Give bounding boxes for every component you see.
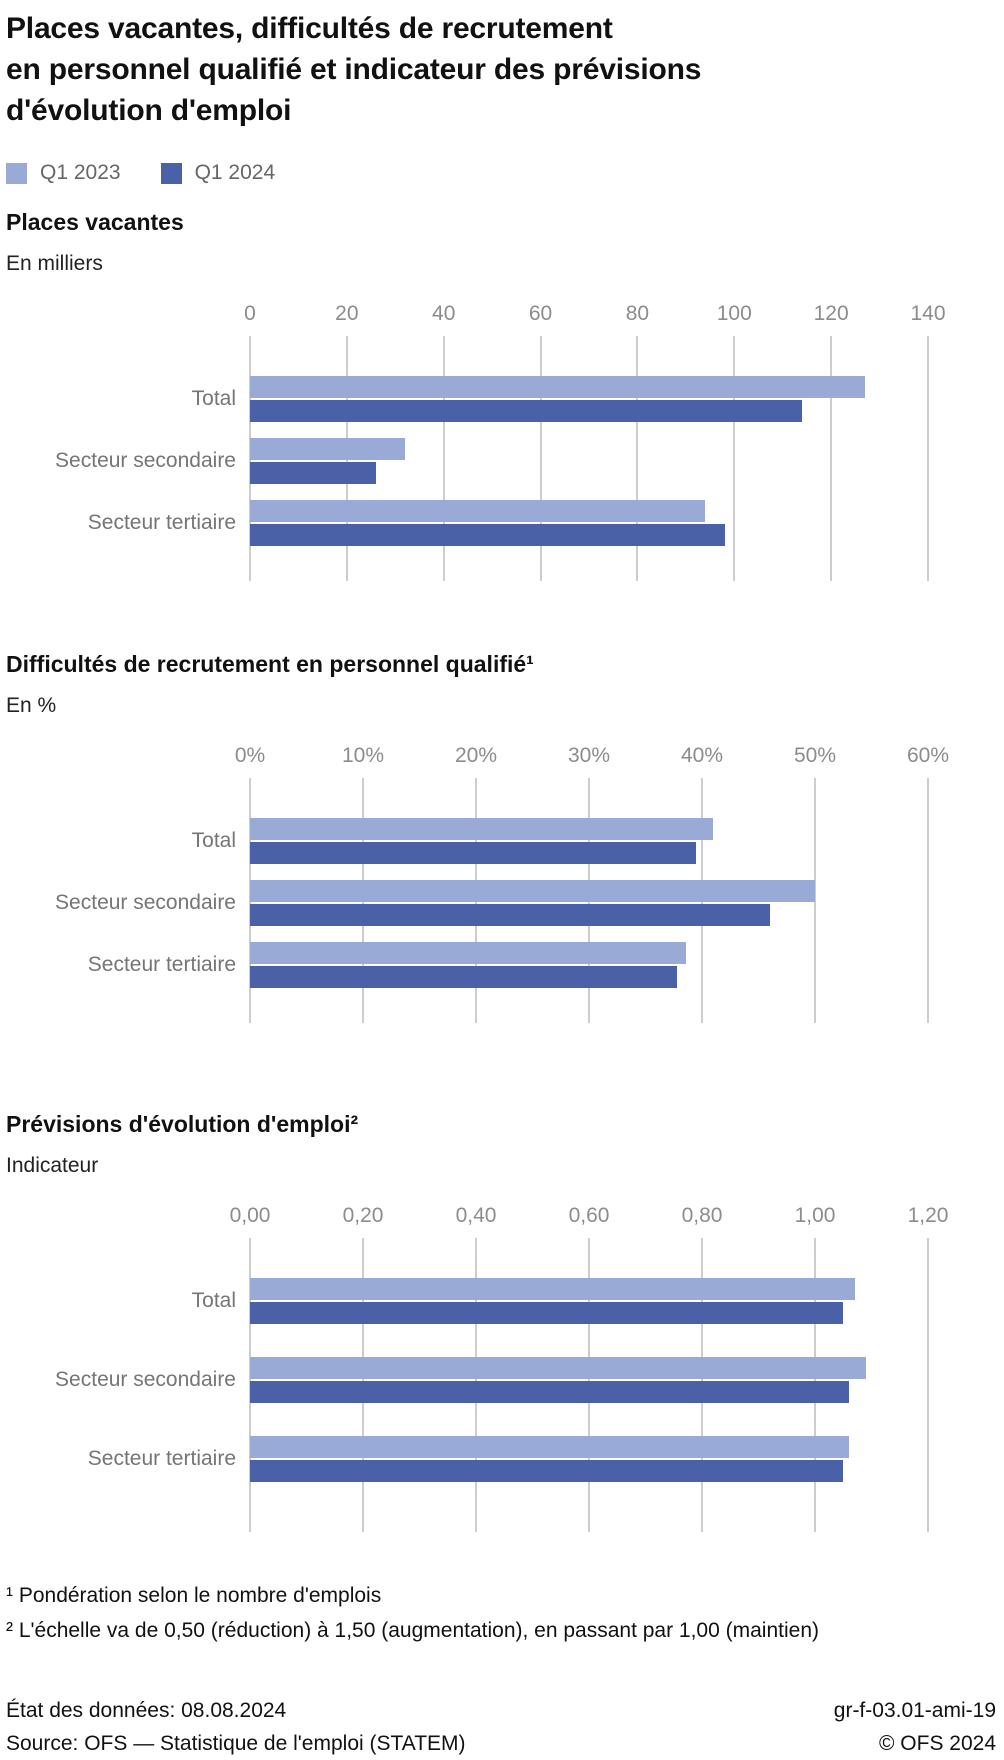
axis-tick-label: 0,40 bbox=[455, 1204, 497, 1227]
axis-tick-label: 0,00 bbox=[229, 1204, 271, 1227]
axis-tick-label: 0 bbox=[244, 302, 256, 325]
chart-title-difficultes-recrutement: Difficultés de recrutement en personnel … bbox=[6, 651, 534, 677]
legend-item-q1-2024: Q1 2024 bbox=[160, 161, 276, 185]
legend-swatch-q1-2024-icon bbox=[160, 162, 182, 184]
chart-unit-label: En milliers bbox=[6, 252, 103, 275]
chart-title-places-vacantes: Places vacantes bbox=[6, 209, 184, 235]
axis-tick-label: 120 bbox=[813, 302, 849, 325]
chart-unit-label: Indicateur bbox=[6, 1154, 99, 1177]
legend-label-q1-2023: Q1 2023 bbox=[40, 161, 121, 184]
bar-q1-2024-secteur-secondaire bbox=[250, 462, 376, 484]
bar-q1-2024-secteur-secondaire bbox=[250, 1381, 849, 1403]
axis-tick-label: 1,00 bbox=[794, 1204, 836, 1227]
axis-tick-label: 0,80 bbox=[681, 1204, 723, 1227]
bar-q1-2023-secteur-tertiaire bbox=[250, 942, 686, 964]
bar-q1-2023-secteur-secondaire bbox=[250, 880, 815, 902]
axis-tick-label: 20 bbox=[335, 302, 359, 325]
footer-right: gr-f-03.01-ami-19 © OFS 2024 bbox=[834, 1694, 996, 1760]
bar-q1-2023-secteur-secondaire bbox=[250, 1357, 866, 1379]
axis-tick-label: 100 bbox=[716, 302, 752, 325]
category-label-total: Total bbox=[191, 829, 236, 852]
axis-tick-label: 80 bbox=[625, 302, 650, 325]
bar-q1-2024-secteur-tertiaire bbox=[250, 524, 725, 546]
footer-left: État des données: 08.08.2024 Source: OFS… bbox=[6, 1694, 466, 1760]
axis-tick-label: 60% bbox=[906, 744, 950, 767]
bar-q1-2024-secteur-tertiaire bbox=[250, 1460, 843, 1482]
axis-tick-label: 0% bbox=[234, 744, 266, 767]
gridline bbox=[539, 336, 542, 581]
bar-q1-2023-total bbox=[250, 818, 713, 840]
footnote-1: ¹ Pondération selon le nombre d'emplois bbox=[6, 1584, 382, 1607]
category-label-secteur-tertiaire: Secteur tertiaire bbox=[87, 1447, 236, 1470]
section-places-vacantes: Places vacantes En milliers 0 20 40 60 80 100… bbox=[6, 209, 1004, 581]
category-label-secteur-secondaire: Secteur secondaire bbox=[55, 1368, 236, 1391]
chart-title-previsions-evolution-emploi: Prévisions d'évolution d'emploi² bbox=[6, 1111, 359, 1137]
section-previsions-evolution-emploi: Prévisions d'évolution d'emploi² Indicat… bbox=[6, 1111, 1004, 1532]
page-title: Places vacantes, difficultés de recrutem… bbox=[6, 12, 702, 127]
gridline bbox=[830, 336, 833, 581]
bar-q1-2024-secteur-tertiaire bbox=[250, 966, 677, 988]
gridline bbox=[927, 1238, 929, 1532]
section-difficultes-recrutement: Difficultés de recrutement en personnel … bbox=[6, 651, 1004, 1023]
gridline bbox=[927, 336, 929, 581]
gridline bbox=[927, 778, 929, 1023]
gridline bbox=[636, 336, 639, 581]
axis-tick-label: 40% bbox=[680, 744, 724, 767]
category-label-secteur-secondaire: Secteur secondaire bbox=[55, 891, 236, 914]
bar-q1-2023-total bbox=[250, 376, 865, 398]
bar-q1-2024-total bbox=[250, 400, 802, 422]
bar-q1-2024-total bbox=[250, 1302, 843, 1324]
axis-tick-label: 1,20 bbox=[907, 1204, 949, 1227]
axis-tick-label: 60 bbox=[528, 302, 553, 325]
axis-tick-label: 20% bbox=[454, 744, 498, 767]
legend-swatch-q1-2023-icon bbox=[6, 162, 27, 184]
axis-tick-label: 140 bbox=[910, 302, 946, 325]
category-label-secteur-tertiaire: Secteur tertiaire bbox=[87, 953, 236, 976]
footer-reference: gr-f-03.01-ami-19 bbox=[833, 1699, 996, 1722]
footer-source: Source: OFS — Statistique de l'emploi (S… bbox=[6, 1732, 466, 1755]
footer-copyright: © OFS 2024 bbox=[878, 1732, 996, 1755]
bar-q1-2024-secteur-secondaire bbox=[250, 904, 770, 926]
footnote-2: ² L'échelle va de 0,50 (réduction) à 1,5… bbox=[6, 1619, 819, 1642]
bar-q1-2023-secteur-tertiaire bbox=[250, 1436, 849, 1458]
category-label-total: Total bbox=[191, 1289, 236, 1312]
footnotes: ¹ Pondération selon le nombre d'emplois … bbox=[6, 1578, 1004, 1648]
gridline bbox=[814, 778, 816, 1023]
bar-q1-2023-secteur-tertiaire bbox=[250, 500, 705, 522]
axis-tick-label: 40 bbox=[432, 302, 456, 325]
axis-tick-label: 50% bbox=[793, 744, 837, 767]
category-label-total: Total bbox=[191, 387, 236, 410]
bar-q1-2023-total bbox=[250, 1278, 855, 1300]
category-label-secteur-tertiaire: Secteur tertiaire bbox=[87, 511, 236, 534]
bar-q1-2024-total bbox=[250, 842, 696, 864]
gridline bbox=[733, 336, 736, 581]
legend-label-q1-2024: Q1 2024 bbox=[194, 161, 276, 184]
chart-unit-label: En % bbox=[6, 694, 57, 717]
axis-tick-label: 10% bbox=[341, 744, 385, 767]
footer: État des données: 08.08.2024 Source: OFS… bbox=[6, 1694, 1004, 1760]
axis-tick-label: 0,60 bbox=[568, 1204, 610, 1227]
gridline bbox=[442, 336, 445, 581]
legend-item-q1-2023: Q1 2023 bbox=[6, 161, 121, 185]
footer-data-state: État des données: 08.08.2024 bbox=[6, 1699, 287, 1722]
axis-tick-label: 0,20 bbox=[342, 1204, 384, 1227]
axis-tick-label: 30% bbox=[567, 744, 611, 767]
bar-q1-2023-secteur-secondaire bbox=[250, 438, 405, 460]
category-label-secteur-secondaire: Secteur secondaire bbox=[55, 449, 236, 472]
legend: Q1 2023 Q1 2024 bbox=[6, 161, 1004, 185]
